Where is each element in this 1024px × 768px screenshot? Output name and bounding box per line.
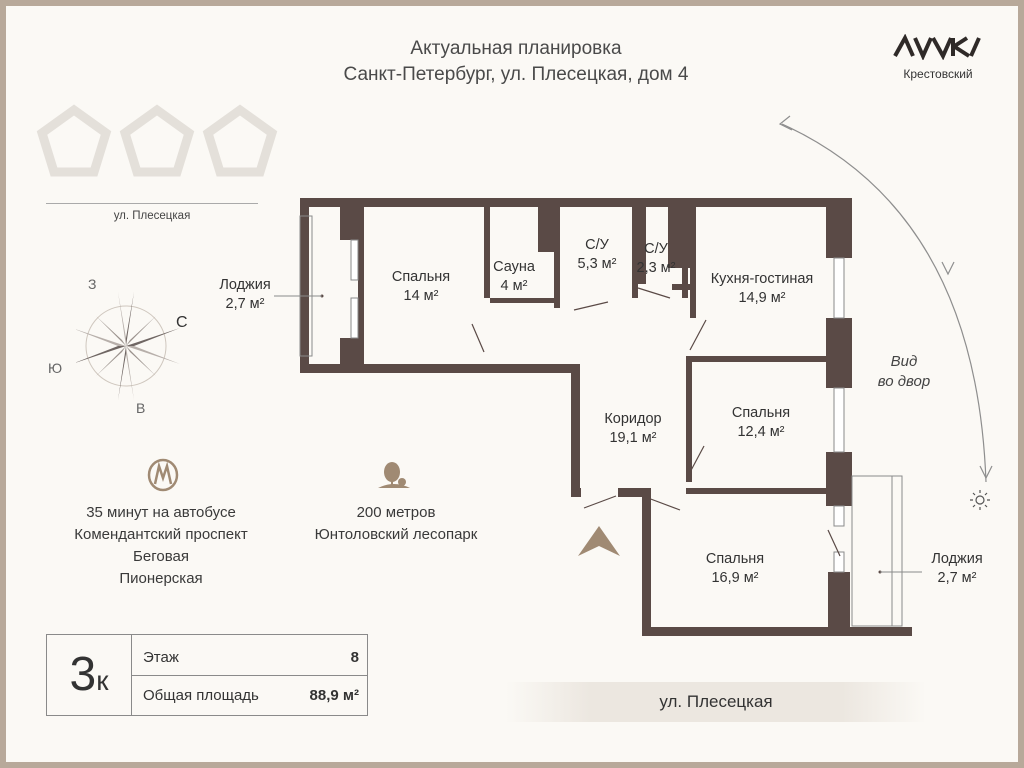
view-label-line1: Вид — [890, 353, 918, 370]
entrance-arrow-icon — [578, 526, 620, 556]
sun-icon — [970, 490, 990, 510]
wall-top — [300, 198, 852, 207]
room-name: Лоджия — [931, 551, 983, 567]
room-area: 4 м² — [500, 278, 528, 294]
page-title: Актуальная планировка Санкт-Петербург, у… — [206, 36, 826, 88]
room-count-suffix: к — [96, 665, 109, 696]
compass-south-label: Ю — [48, 360, 63, 376]
room-area: 19,1 м² — [609, 430, 657, 446]
compass-rose-icon — [76, 292, 180, 400]
info-divider — [132, 675, 367, 676]
wall-bottom — [642, 627, 912, 636]
room-name: Коридор — [604, 411, 662, 427]
logo-subtitle: Крестовский — [903, 67, 973, 81]
floor-label: Этаж — [143, 649, 179, 666]
logo-mark-icon — [893, 33, 981, 61]
room-bathroom-2: С/У 2,3 м² — [630, 240, 682, 278]
metro-icon — [147, 458, 179, 492]
wall-left — [300, 198, 309, 373]
room-bedroom-2: Спальня 12,4 м² — [706, 404, 816, 442]
room-bedroom-3: Спальня 16,9 м² — [680, 550, 790, 588]
view-label-line2: во двор — [877, 373, 931, 390]
room-area: 5,3 м² — [577, 256, 617, 272]
wall-loggia-bedroom — [358, 198, 364, 373]
street-label-top: ул. Плесецкая — [46, 203, 258, 222]
compass-east-label: В — [136, 400, 146, 416]
wall-corridor-left — [571, 364, 580, 496]
metro-info: 35 минут на автобусе Комендантский просп… — [26, 502, 296, 590]
wall-left-bottom — [300, 364, 580, 373]
room-name: Лоджия — [219, 277, 271, 293]
room-name: С/У — [585, 237, 609, 253]
room-name: Спальня — [705, 551, 765, 567]
park-distance: 200 метров — [356, 504, 436, 521]
room-area: 14 м² — [403, 288, 439, 304]
room-corridor: Коридор 19,1 м² — [580, 410, 686, 448]
floor-row: Этаж 8 — [143, 649, 359, 666]
room-name: Спальня — [731, 405, 791, 421]
room-count: 3к — [47, 635, 132, 715]
park-tree-icon — [378, 462, 410, 488]
park-info: 200 метров Юнтоловский лесопарк — [286, 502, 506, 546]
metro-station-2: Беговая — [133, 548, 189, 565]
view-arc — [759, 114, 993, 510]
wall-right-top — [826, 198, 852, 258]
area-value: 88,9 м² — [309, 687, 359, 704]
compass-west-label: З — [88, 276, 97, 292]
room-area: 12,4 м² — [737, 424, 785, 440]
room-area: 2,7 м² — [225, 296, 265, 312]
pentagon-decoration-icon — [36, 104, 278, 177]
floor-plan-drawing — [274, 198, 922, 636]
room-sauna: Сауна 4 м² — [490, 258, 538, 296]
area-row: Общая площадь 88,9 м² — [143, 687, 359, 704]
title-line-2: Санкт-Петербург, ул. Плесецкая, дом 4 — [343, 64, 689, 85]
room-bathroom-1: С/У 5,3 м² — [562, 236, 632, 274]
room-name: Спальня — [391, 269, 451, 285]
room-area: 2,7 м² — [937, 570, 977, 586]
street-label-bottom: ул. Плесецкая — [506, 682, 926, 722]
compass-north-label: С — [176, 314, 188, 331]
room-loggia-right: Лоджия 2,7 м² — [914, 550, 1000, 588]
room-kitchen-living: Кухня-гостиная 14,9 м² — [696, 270, 828, 308]
room-count-number: 3 — [69, 648, 97, 701]
room-name: Кухня-гостиная — [710, 271, 814, 287]
area-label: Общая площадь — [143, 687, 259, 704]
park-name: Юнтоловский лесопарк — [314, 526, 478, 543]
floor-plan-page: Актуальная планировка Санкт-Петербург, у… — [6, 6, 1018, 762]
room-area: 16,9 м² — [711, 570, 759, 586]
wall-bedroom-bedroom — [686, 488, 836, 494]
wall-kitchen-bedroom — [690, 356, 840, 362]
room-name: С/У — [644, 241, 668, 257]
apartment-info-box: 3к Этаж 8 Общая площадь 88,9 м² — [46, 634, 368, 716]
room-name: Сауна — [493, 259, 535, 275]
room-area: 2,3 м² — [636, 260, 676, 276]
metro-time: 35 минут на автобусе — [86, 504, 236, 521]
title-line-1: Актуальная планировка — [410, 38, 622, 59]
wall-bedroom-bottom-left — [642, 488, 651, 636]
arc-arrow-top-icon — [778, 115, 793, 131]
room-bedroom-1: Спальня 14 м² — [366, 268, 476, 306]
logo: Крестовский — [878, 33, 998, 81]
room-area: 14,9 м² — [738, 290, 786, 306]
floor-value: 8 — [350, 649, 359, 666]
metro-station-1: Комендантский проспект — [74, 526, 248, 543]
room-loggia-left: Лоджия 2,7 м² — [202, 276, 288, 314]
metro-station-3: Пионерская — [119, 570, 203, 587]
view-label: Вид во двор — [864, 352, 944, 392]
